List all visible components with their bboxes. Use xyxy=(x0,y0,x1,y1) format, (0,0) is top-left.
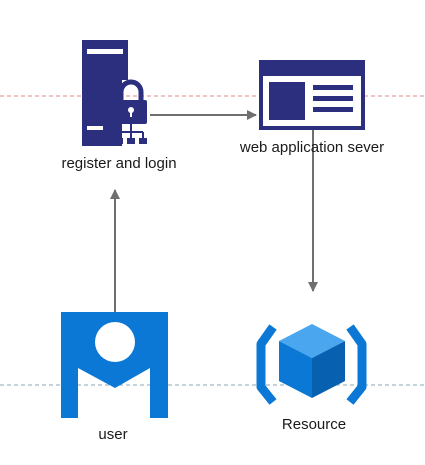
resource-label: Resource xyxy=(281,416,347,433)
user-icon xyxy=(61,312,168,418)
web-page-icon xyxy=(259,60,365,130)
user-label: user xyxy=(98,426,128,443)
cube-resource-icon xyxy=(256,324,367,405)
server-lock-icon xyxy=(82,40,147,146)
web-server-label: web application sever xyxy=(239,139,385,156)
login-server-label: register and login xyxy=(61,155,177,172)
